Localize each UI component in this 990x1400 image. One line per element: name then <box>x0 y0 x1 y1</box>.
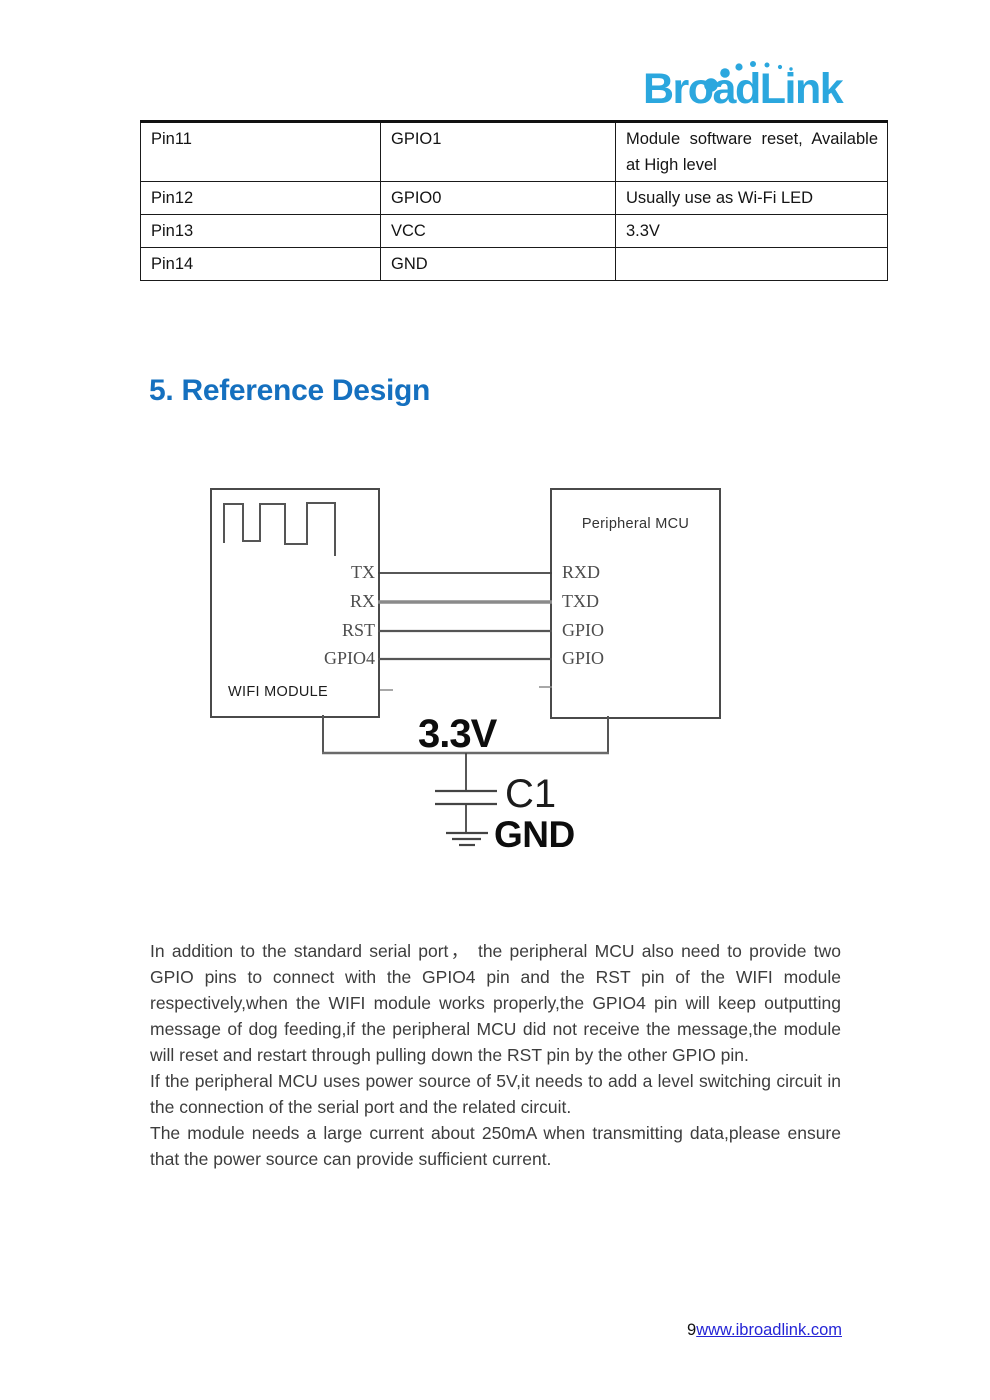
table-row: Pin11 GPIO1 Module software reset, Avail… <box>140 121 888 182</box>
mcu-pin-gpio1: GPIO <box>562 620 605 640</box>
wifi-pin-rst: RST <box>341 620 375 640</box>
ground-symbol <box>446 831 488 847</box>
wifi-pin-tx: TX <box>351 562 375 582</box>
description-cell <box>615 247 888 281</box>
paragraph: The module needs a large current about 2… <box>150 1123 841 1169</box>
pin-cell: Pin14 <box>140 247 381 281</box>
pin-cell: Pin13 <box>140 214 381 248</box>
pin-description-table: Pin11 GPIO1 Module software reset, Avail… <box>140 120 888 281</box>
wifi-module-box: TX RX RST GPIO4 WIFI MODULE <box>210 488 380 718</box>
mcu-pin-rxd: RXD <box>562 562 601 582</box>
logo-dots-icon <box>704 61 793 92</box>
ground-label: GND <box>494 814 575 855</box>
paragraph: If the peripheral MCU uses power source … <box>150 1071 841 1117</box>
wifi-module-label: WIFI MODULE <box>228 684 328 700</box>
logo-wordmark: BroadLink <box>643 65 844 113</box>
table-row: Pin12 GPIO0 Usually use as Wi-Fi LED <box>140 181 888 215</box>
signal-cell: GPIO0 <box>380 181 616 215</box>
mcu-pin-gpio2: GPIO <box>562 648 605 668</box>
signal-cell: GND <box>380 247 616 281</box>
signal-cell: VCC <box>380 214 616 248</box>
signal-cell: GPIO1 <box>380 121 616 182</box>
description-cell: 3.3V <box>615 214 888 248</box>
pin-cell: Pin12 <box>140 181 381 215</box>
section-heading: 5. Reference Design <box>149 374 431 407</box>
footer-link[interactable]: www.ibroadlink.com <box>696 1321 842 1339</box>
broadlink-logo: BroadLink <box>643 56 853 118</box>
description-cell: Module software reset, Available at High… <box>615 121 888 182</box>
page-footer: 9www.ibroadlink.com <box>687 1321 842 1340</box>
wifi-pin-gpio4: GPIO4 <box>323 648 375 668</box>
wifi-pin-rx: RX <box>349 591 375 611</box>
power-rail-label: 3.3V <box>418 712 497 756</box>
paragraph: In addition to the standard serial port，… <box>150 941 841 1065</box>
mcu-pin-txd: TXD <box>562 591 599 611</box>
capacitor-label: C1 <box>505 772 557 816</box>
table-row: Pin13 VCC 3.3V <box>140 214 888 248</box>
description-cell: Usually use as Wi-Fi LED <box>615 181 888 215</box>
body-text: In addition to the standard serial port，… <box>150 938 841 1172</box>
table-row: Pin14 GND <box>140 247 888 281</box>
pin-cell: Pin11 <box>140 121 381 182</box>
peripheral-mcu-label: Peripheral MCU <box>581 516 690 532</box>
page-number: 9 <box>687 1321 697 1339</box>
peripheral-mcu-box: Peripheral MCU RXD TXD GPIO GPIO <box>550 488 721 719</box>
